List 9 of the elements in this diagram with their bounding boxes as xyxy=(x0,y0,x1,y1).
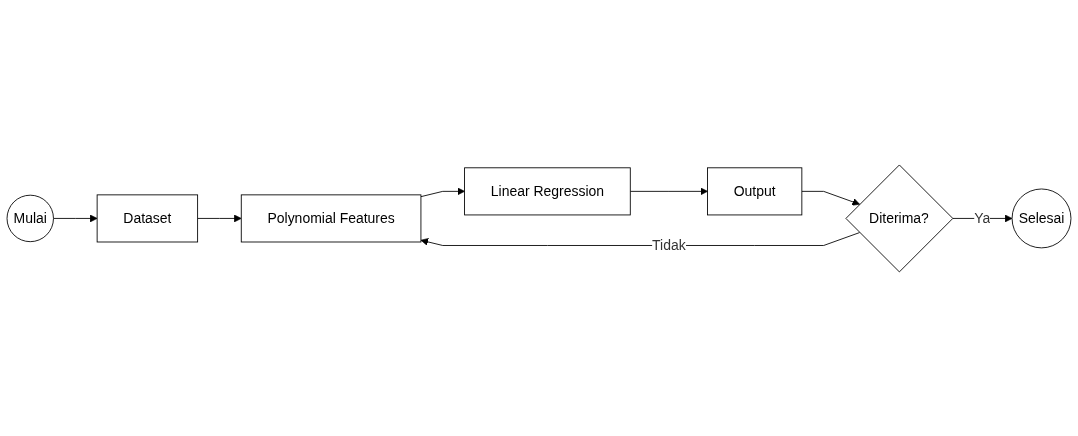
node-box: Linear Regression xyxy=(464,166,631,215)
node-box: Polynomial Features xyxy=(240,194,422,242)
node-diamond: Diterima? xyxy=(845,164,954,272)
edge-label: Ya xyxy=(974,210,991,225)
node-box: Dataset xyxy=(96,194,199,242)
node-circle: Selesai xyxy=(1011,188,1072,248)
node-box: Output xyxy=(707,166,803,215)
edge-label: Tidak xyxy=(652,237,686,253)
node-circle: Mulai xyxy=(6,194,54,242)
